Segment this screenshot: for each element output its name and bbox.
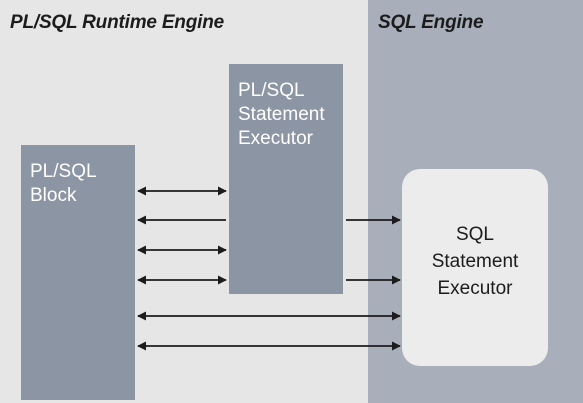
sql-statement-executor-label-line: Statement: [431, 251, 519, 272]
plsql-block-label-line: PL/SQL: [30, 161, 97, 182]
sql-engine-title: SQL Engine: [378, 12, 484, 33]
sql-statement-executor-label-line: Executor: [437, 278, 513, 299]
plsql-statement-executor-label-line: PL/SQL: [238, 80, 305, 101]
sql-statement-executor-label: SQL Statement Executor: [402, 221, 548, 302]
plsql-runtime-engine-title: PL/SQL Runtime Engine: [10, 12, 224, 33]
plsql-block-label: PL/SQL Block: [30, 160, 97, 208]
plsql-statement-executor-node: PL/SQL Statement Executor: [229, 64, 343, 294]
plsql-block-node: PL/SQL Block: [21, 145, 135, 400]
plsql-statement-executor-label-line: Statement: [238, 104, 325, 125]
sql-statement-executor-node: SQL Statement Executor: [402, 169, 548, 366]
plsql-block-label-line: Block: [30, 185, 77, 206]
plsql-statement-executor-label: PL/SQL Statement Executor: [238, 79, 325, 151]
plsql-statement-executor-label-line: Executor: [238, 128, 313, 149]
sql-statement-executor-label-line: SQL: [455, 224, 495, 245]
